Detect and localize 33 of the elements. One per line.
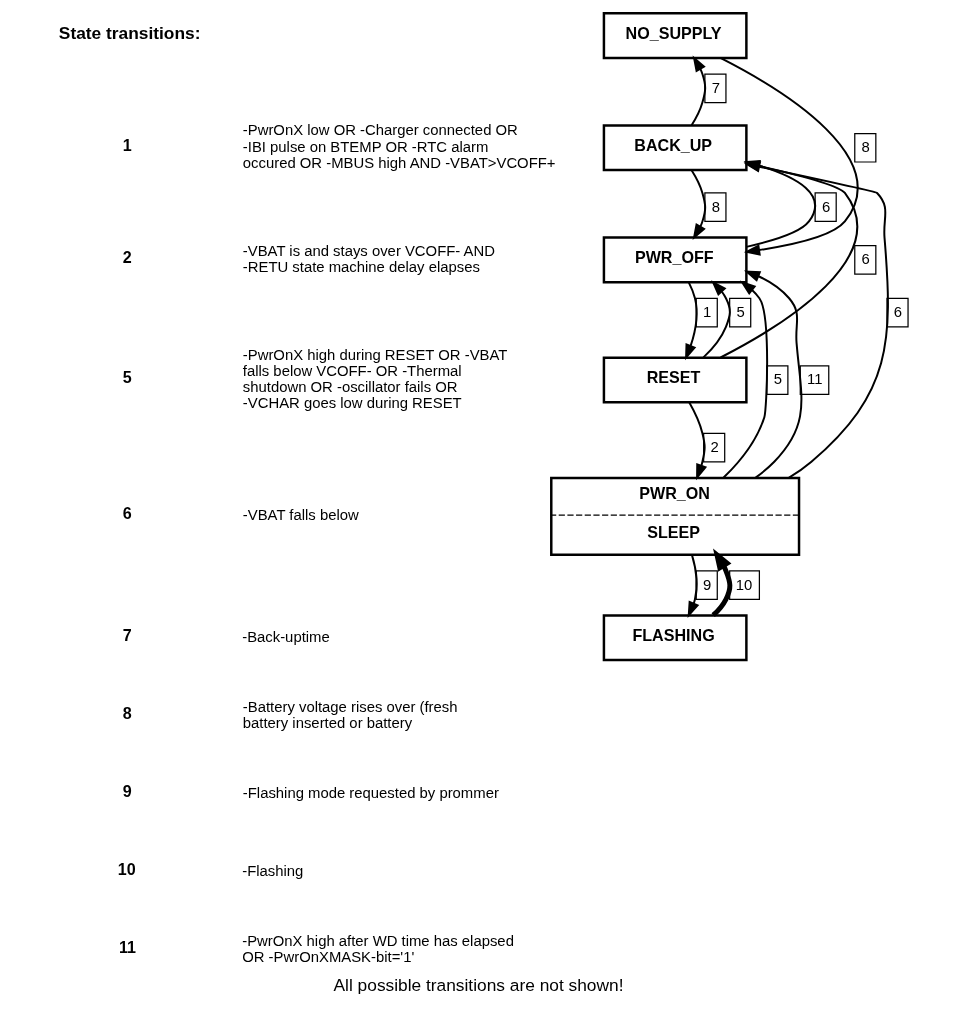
label: -VBAT falls below [242,507,359,524]
edge-label: 11 [806,371,823,388]
label: -Back-uptime [241,628,330,645]
label: -Battery voltage rises over (fresh battery inserted or battery [242,698,458,731]
label: 11 [118,937,136,956]
label: -VBAT is and stays over VCOFF- AND -RETU state machine delay elapses [242,242,495,275]
edge-label: 6 [893,303,902,320]
label: State transitions: [58,22,200,43]
edge-label: 9 [702,576,711,593]
label: 5 [122,368,132,386]
label: -PwrOnX high during RESET OR -VBAT falls below VCOFF- OR -Thermal shutdown OR -oscillator fails OR -VCHAR goes low during RESET [242,346,507,412]
edge-label: 1 [702,303,711,320]
edge-label: 8 [861,139,870,156]
label: 6 [122,504,132,523]
label: -PwrOnX high after WD time has elapsed OR -PwrOnXMASK-bit='1' [241,932,514,965]
label: 1 [122,135,132,154]
edge-label: 7 [711,79,720,96]
edge-label: 5 [773,371,782,388]
edge-label: 6 [861,251,870,268]
edge-label: 2 [709,439,719,455]
caption: All possible transitions are not shown! [333,974,623,995]
label: 2 [122,247,132,266]
label: 7 [122,625,132,644]
label: -Flashing [241,862,303,879]
edge-label: 10 [735,576,752,593]
edge-label: 5 [735,303,745,320]
edge-label: 6 [821,198,830,215]
label: 8 [122,703,132,722]
label: -PwrOnX low OR -Charger connected OR -IBI pulse on BTEMP OR -RTC alarm occured OR -MBUS high AND -VBAT>VCOFF+ [242,122,556,171]
label: 10 [117,859,136,878]
edge-label: 8 [711,198,720,215]
label: 9 [122,781,132,800]
label: -Flashing mode requested by prommer [242,784,499,801]
